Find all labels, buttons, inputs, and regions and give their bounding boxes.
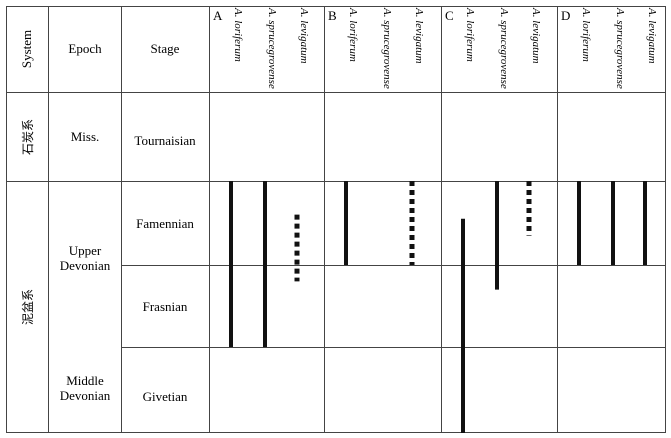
panel-letter-c: C [445, 8, 454, 23]
stage-frasnian: Frasnian [143, 299, 188, 314]
panel-headers: A A. loriferum A. sprucegrovense A. levigat… [213, 7, 658, 89]
species-label: A. sprucegrovense [614, 7, 626, 89]
epoch-miss: Miss. [71, 129, 100, 144]
species-label: A. loriferum [464, 7, 476, 62]
species-label: A. levigatum [298, 7, 310, 64]
species-label: A. sprucegrovense [498, 7, 510, 89]
epoch-middle-devonian-line1: Middle [66, 373, 104, 388]
epoch-upper-devonian-line2: Devonian [60, 258, 111, 273]
table-grid [6, 6, 666, 433]
stage-tournaisian: Tournaisian [134, 133, 196, 148]
species-label: A. levigatum [646, 7, 658, 64]
system-devonian: 泥盆系 [21, 289, 35, 325]
species-label: A. levigatum [413, 7, 425, 64]
stage-givetian: Givetian [143, 389, 188, 404]
species-label: A. levigatum [530, 7, 542, 64]
epoch-upper-devonian-line1: Upper [69, 243, 102, 258]
panel-letter-a: A [213, 8, 223, 23]
stage-header: Stage [151, 41, 180, 56]
system-carboniferous: 石炭系 [21, 119, 35, 155]
range-bars [229, 181, 647, 433]
panel-letter-d: D [561, 8, 570, 23]
stage-famennian: Famennian [136, 216, 194, 231]
panel-letter-b: B [328, 8, 337, 23]
species-label: A. loriferum [347, 7, 359, 62]
epoch-header: Epoch [68, 41, 102, 56]
species-label: A. loriferum [580, 7, 592, 62]
epoch-middle-devonian-line2: Devonian [60, 388, 111, 403]
species-label: A. sprucegrovense [381, 7, 393, 89]
table-border [6, 6, 666, 433]
system-header: System [19, 30, 34, 68]
species-label: A. sprucegrovense [266, 7, 278, 89]
species-label: A. loriferum [232, 7, 244, 62]
